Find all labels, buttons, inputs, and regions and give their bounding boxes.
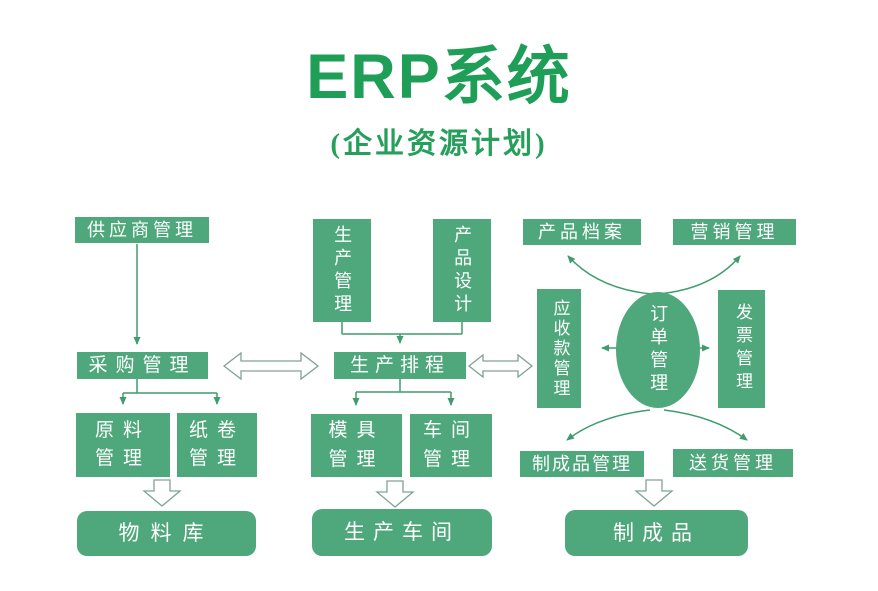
node-delivery-mgmt: 送货管理 — [673, 449, 793, 477]
node-receivables-mgmt: 应收款管理 — [537, 289, 581, 408]
node-purchasing-mgmt: 采购管理 — [77, 352, 208, 379]
node-invoice-mgmt: 发票管理 — [718, 290, 765, 408]
connector-purchasing-branch — [123, 379, 217, 394]
page-title: ERP系统 — [306, 42, 572, 112]
page-subtitle: (企业资源计划) — [330, 128, 548, 160]
node-paper-roll-mgmt: 纸卷 管理 — [177, 413, 257, 477]
connector-schedule-branch — [356, 379, 451, 393]
node-mold-mgmt: 模具 管理 — [311, 414, 402, 477]
hollow-arrow-to-production-workshop — [375, 480, 415, 508]
node-supplier-mgmt: 供应商管理 — [75, 217, 209, 243]
connector-production-join — [341, 322, 463, 335]
node-order-mgmt: 订单管理 — [616, 292, 700, 408]
node-finished-goods-mgmt: 制成品管理 — [520, 451, 644, 477]
hollow-arrow-to-finished-goods — [634, 479, 674, 507]
arrow-order-to-marketing — [657, 255, 741, 295]
arrow-order-to-delivery — [663, 409, 748, 441]
node-product-archive: 产品档案 — [523, 219, 641, 245]
hollow-arrow-to-material-warehouse — [142, 479, 182, 507]
node-production-mgmt: 生产管理 — [313, 219, 371, 322]
double-arrow-purchasing-schedule — [222, 351, 320, 381]
node-production-workshop: 生产车间 — [312, 509, 492, 556]
node-material-warehouse: 物料库 — [77, 511, 256, 556]
node-raw-material-mgmt: 原料 管理 — [76, 413, 170, 477]
node-production-schedule: 生产排程 — [334, 352, 466, 379]
node-product-design: 产品设计 — [433, 219, 491, 322]
node-marketing-mgmt: 营销管理 — [673, 219, 796, 245]
double-arrow-schedule-receivables — [467, 353, 534, 379]
node-finished-goods: 制成品 — [565, 510, 748, 556]
node-workshop-mgmt: 车间 管理 — [410, 414, 492, 477]
arrow-order-to-product-archive — [567, 255, 653, 295]
arrow-order-to-finished-goods-mgmt — [566, 409, 651, 441]
